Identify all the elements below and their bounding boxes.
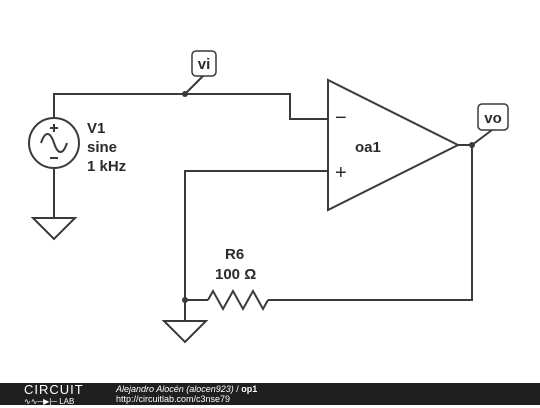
resistor-value: 100 Ω: [215, 266, 256, 283]
net-label-vi[interactable]: vi: [184, 50, 217, 95]
net-label-vo[interactable]: vo: [471, 103, 509, 146]
net-label-vi-text: vi: [198, 56, 211, 73]
footer-credit: Alejandro Alocén (alocen923) / op1: [116, 384, 257, 394]
ground-icon-resistor: [161, 320, 209, 344]
source-circle-icon: [28, 117, 80, 169]
source-frequency: 1 kHz: [87, 158, 126, 175]
logo-bottom-text: ∿∿─▶|─ LAB: [24, 396, 84, 408]
net-label-vo-leader: [471, 129, 493, 146]
opamp-minus-sign: −: [335, 107, 347, 129]
footer-title: op1: [241, 384, 258, 394]
source-name: V1: [87, 120, 105, 137]
opamp-triangle-icon: [327, 78, 461, 212]
ground-icon-source: [30, 217, 78, 241]
logo-top-text: CIRCUIT: [24, 382, 84, 397]
wire-plus-input: [184, 170, 328, 300]
wire-output: [268, 144, 473, 301]
logo-bottom-label: LAB: [59, 397, 75, 406]
opamp-oa1[interactable]: [327, 78, 461, 212]
wire-input: [53, 93, 328, 120]
sine-wave-icon: [40, 133, 68, 153]
opamp-name: oa1: [355, 139, 381, 156]
resistor-r6-icon[interactable]: [207, 288, 269, 312]
footer-separator: /: [233, 384, 242, 394]
circuitlab-logo[interactable]: CIRCUIT ∿∿─▶|─ LAB: [24, 382, 84, 408]
junction-ground: [182, 297, 188, 303]
footer-url[interactable]: http://circuitlab.com/c3nse79: [116, 394, 231, 404]
source-plus-icon: [50, 124, 58, 132]
net-label-vo-text: vo: [484, 110, 502, 127]
voltage-source-v1[interactable]: [28, 117, 80, 169]
source-type: sine: [87, 139, 117, 156]
net-label-vi-box: [191, 50, 217, 77]
resistor-name: R6: [225, 246, 244, 263]
net-label-vo-box: [477, 103, 509, 131]
logo-wave-icon: ∿∿─▶|─: [24, 397, 60, 406]
net-label-vi-leader: [184, 75, 204, 95]
footer-author: Alejandro Alocén (alocen923): [116, 384, 234, 394]
footer-bar: CIRCUIT ∿∿─▶|─ LAB Alejandro Alocén (alo…: [0, 382, 540, 408]
opamp-plus-sign: +: [335, 162, 347, 184]
